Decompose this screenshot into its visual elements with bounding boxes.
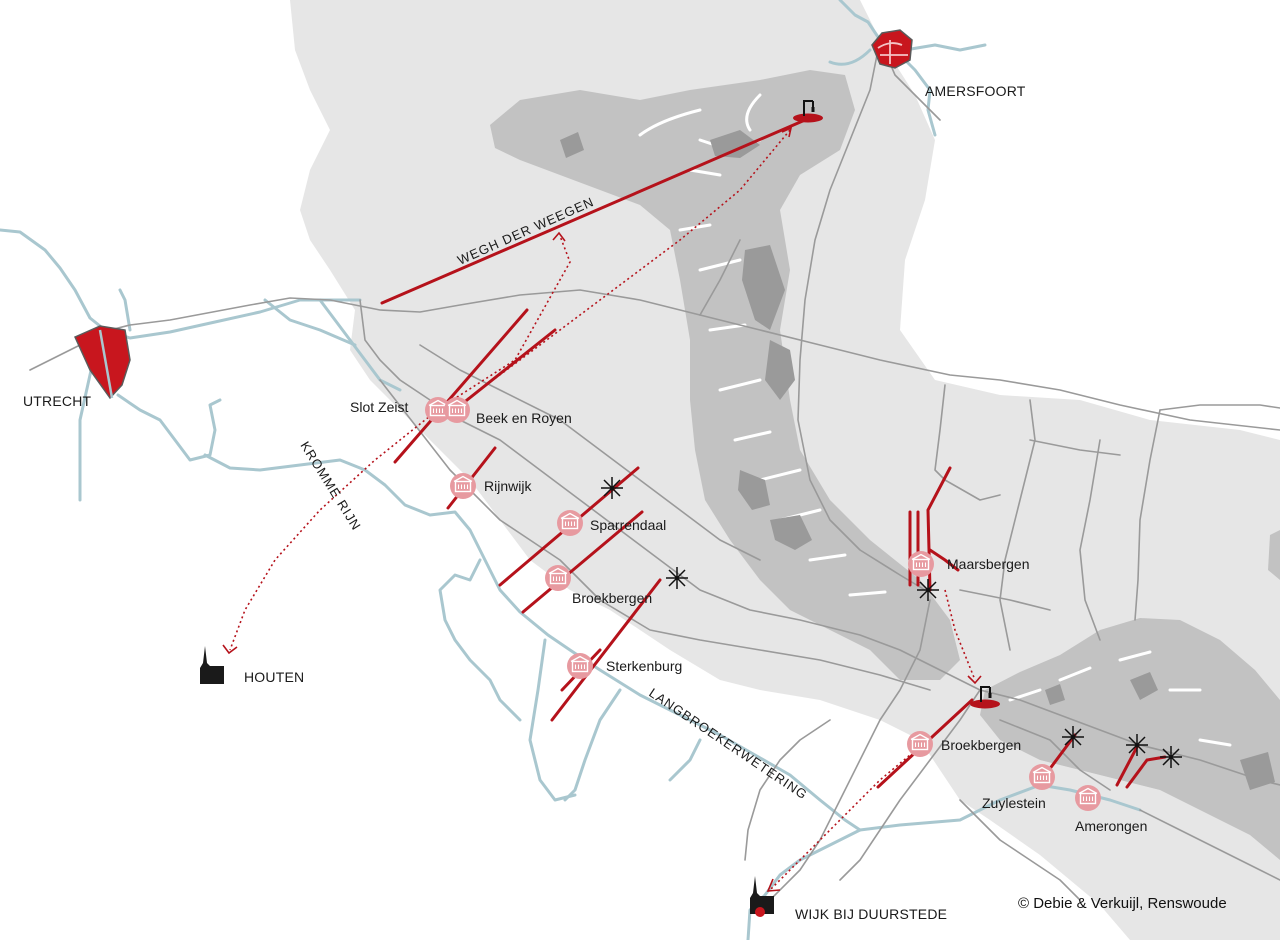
ridge-dark-patches xyxy=(560,130,1275,790)
star-amerongen-2-icon xyxy=(1159,745,1183,769)
axis-sterkenburg-1 xyxy=(550,578,662,722)
star-zuylestein-icon xyxy=(1061,725,1085,749)
estate-zuylestein-icon[interactable] xyxy=(1028,763,1056,791)
label-wijk-bij-duurstede[interactable]: WIJK BIJ DUURSTEDE xyxy=(795,906,947,922)
label-maarsbergen[interactable]: Maarsbergen xyxy=(947,556,1030,572)
axis-maarsbergen xyxy=(908,466,960,592)
label-rijnwijk[interactable]: Rijnwijk xyxy=(484,478,532,494)
star-amerongen-1-icon xyxy=(1125,733,1149,757)
estate-broekbergen-west-icon[interactable] xyxy=(544,564,572,592)
houten-church-icon xyxy=(200,646,224,684)
estate-sterkenburg-icon[interactable] xyxy=(566,652,594,680)
estate-axes xyxy=(380,118,1167,789)
amersfoort-city-icon xyxy=(871,29,913,69)
label-sterkenburg[interactable]: Sterkenburg xyxy=(606,658,682,674)
label-sparrendaal[interactable]: Sparrendaal xyxy=(590,517,666,533)
label-amersfoort[interactable]: AMERSFOORT xyxy=(925,83,1026,99)
wijk-church-icon xyxy=(750,876,774,917)
estate-sparrendaal-icon[interactable] xyxy=(556,509,584,537)
star-sparrendaal-icon xyxy=(600,476,624,500)
axis-slot-zeist xyxy=(393,308,529,464)
label-zuylestein[interactable]: Zuylestein xyxy=(982,795,1046,811)
label-slot-zeist[interactable]: Slot Zeist xyxy=(350,399,408,415)
label-langbroekerwetering: LANGBROEKERWETERING xyxy=(646,685,810,802)
label-broekbergen-west[interactable]: Broekbergen xyxy=(572,590,652,606)
sightline-maarsbergen-gallows xyxy=(944,589,976,681)
label-beek-en-royen[interactable]: Beek en Royen xyxy=(476,410,572,426)
sightline-arrowheads xyxy=(222,126,982,892)
axis-beek-en-royen xyxy=(455,328,557,410)
estate-amerongen-icon[interactable] xyxy=(1074,784,1102,812)
axis-sparrendaal-2 xyxy=(521,510,644,614)
estate-beek-en-royen-icon[interactable] xyxy=(443,396,471,424)
label-amerongen[interactable]: Amerongen xyxy=(1075,818,1147,834)
sightlines xyxy=(229,129,976,891)
estate-rijnwijk-icon[interactable] xyxy=(449,472,477,500)
axis-wegh-der-weegen xyxy=(380,118,807,305)
sightline-zeist-houten xyxy=(229,407,441,651)
utrecht-city-icon xyxy=(74,325,131,400)
star-maarsbergen-icon xyxy=(916,578,940,602)
label-kromme-rijn: KROMME RIJN xyxy=(297,439,364,533)
map-credit: © Debie & Verkuijl, Renswoude xyxy=(1018,895,1227,912)
estate-broekbergen-east-icon[interactable] xyxy=(906,730,934,758)
axis-amerongen xyxy=(1115,743,1167,789)
estate-maarsbergen-icon[interactable] xyxy=(907,550,935,578)
label-houten[interactable]: HOUTEN xyxy=(244,669,304,685)
label-utrecht[interactable]: UTRECHT xyxy=(23,393,92,409)
sightline-royen-gallows xyxy=(454,129,791,409)
sightline-zeist-wegh xyxy=(439,235,571,409)
star-broekbergen-icon xyxy=(665,566,689,590)
label-broekbergen-east[interactable]: Broekbergen xyxy=(941,737,1021,753)
